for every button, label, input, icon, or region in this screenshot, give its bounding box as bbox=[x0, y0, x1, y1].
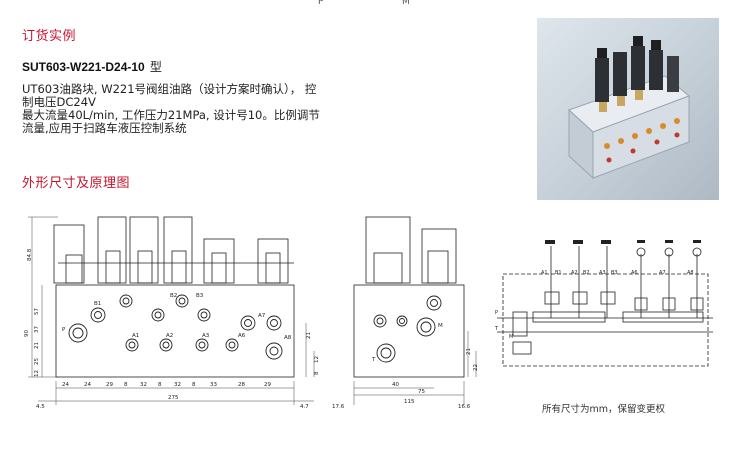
side-block-outline bbox=[353, 284, 465, 378]
port-label-a3: A3 bbox=[202, 333, 210, 339]
front-h-dim-5: 32 bbox=[140, 382, 147, 388]
front-h-dim-1: 24 bbox=[62, 382, 69, 388]
port-label-a1: A1 bbox=[132, 333, 139, 339]
sch-label-t: T bbox=[494, 326, 499, 332]
front-height-dim-4: 37 bbox=[34, 326, 40, 333]
front-h-dim-4: 8 bbox=[124, 382, 128, 388]
front-h-dim-8: 8 bbox=[192, 382, 196, 388]
front-height-dim-5: 21 bbox=[34, 342, 40, 349]
model-line: SUT603-W221-D24-10 型 bbox=[22, 56, 162, 75]
front-height-dim-3: 57 bbox=[34, 308, 40, 315]
model-code: SUT603-W221-D24-10 bbox=[22, 60, 145, 74]
front-right-dim-2: 12 bbox=[314, 356, 320, 363]
front-h-dim-9: 33 bbox=[210, 382, 217, 388]
front-height-dim-1: 84.8 bbox=[27, 248, 33, 261]
front-h-dim-7: 32 bbox=[174, 382, 181, 388]
order-example-title: 订货实例 bbox=[22, 29, 77, 44]
front-height-dim-7: 12 bbox=[34, 370, 40, 377]
desc-line-4: 流量,应用于扫路车液压控制系统 bbox=[22, 121, 187, 135]
valve-block-image bbox=[568, 36, 690, 180]
side-view-drawing: T M 40 75 115 21 22 17.6 16.6 bbox=[332, 216, 479, 410]
front-block-outline bbox=[55, 284, 295, 378]
front-height-dim-6: 25 bbox=[34, 358, 40, 365]
front-right-offset: 4.7 bbox=[300, 404, 309, 410]
desc-line-2: 制电压DC24V bbox=[22, 95, 96, 109]
sch-label-b2: B2 bbox=[583, 270, 590, 276]
side-v-dim-1: 21 bbox=[466, 348, 472, 355]
side-h-dim-2: 75 bbox=[418, 389, 425, 395]
desc-line-1: UT603油路块, W221号阀组油路（设计方案时确认）， 控 bbox=[22, 82, 317, 96]
top-mark-right: M bbox=[402, 0, 410, 7]
side-v-dim-2: 22 bbox=[473, 364, 479, 371]
front-left-offset: 4.5 bbox=[36, 404, 45, 410]
front-right-dim-3: 8 bbox=[314, 371, 320, 375]
front-h-dim-3: 29 bbox=[106, 382, 113, 388]
side-port-label-m: M bbox=[438, 323, 443, 329]
top-mark-left: P bbox=[318, 0, 324, 7]
front-h-dim-6: 8 bbox=[158, 382, 162, 388]
side-right-offset: 16.6 bbox=[458, 404, 471, 410]
sch-label-p: P bbox=[495, 310, 498, 316]
sch-label-a7: A7 bbox=[659, 270, 666, 276]
port-label-b2: B2 bbox=[170, 293, 177, 299]
port-label-p: P bbox=[62, 327, 66, 333]
hydraulic-schematic: P T M A1 A2 A3 A6 A7 A8 B1 B2 B3 bbox=[494, 240, 713, 367]
schematic-frame bbox=[502, 273, 709, 367]
side-h-dim-3: 115 bbox=[404, 399, 415, 405]
port-label-a2: A2 bbox=[166, 333, 173, 339]
front-height-dim-2: 90 bbox=[24, 330, 30, 337]
order-description: UT603油路块, W221号阀组油路（设计方案时确认）， 控 制电压DC24V… bbox=[22, 83, 402, 135]
front-h-dim-2: 24 bbox=[84, 382, 91, 388]
side-port-label-t: T bbox=[371, 357, 376, 363]
side-left-offset: 17.6 bbox=[332, 404, 345, 410]
port-label-a8: A8 bbox=[284, 335, 292, 341]
drawing-section-title: 外形尺寸及原理图 bbox=[22, 176, 131, 191]
front-right-dim-1: 21 bbox=[306, 332, 312, 339]
side-h-dim-1: 40 bbox=[392, 382, 399, 388]
sch-label-a8: A8 bbox=[687, 270, 694, 276]
port-label-a6: A6 bbox=[238, 333, 246, 339]
front-ports bbox=[68, 294, 283, 360]
front-h-dim-11: 29 bbox=[264, 382, 271, 388]
sch-label-a6: A6 bbox=[631, 270, 638, 276]
product-photo bbox=[537, 18, 719, 200]
port-label-b3: B3 bbox=[196, 293, 204, 299]
model-suffix: 型 bbox=[149, 60, 162, 74]
sch-label-a2: A2 bbox=[571, 270, 578, 276]
sch-label-m: M bbox=[509, 334, 513, 340]
port-label-b1: B1 bbox=[94, 301, 101, 307]
front-h-dim-10: 28 bbox=[238, 382, 245, 388]
sch-label-b1: B1 bbox=[555, 270, 562, 276]
footnote: 所有尺寸为mm，保留变更权 bbox=[542, 404, 666, 415]
desc-line-3: 最大流量40L/min, 工作压力21MPa, 设计号10。比例调节 bbox=[22, 108, 320, 122]
side-ports bbox=[373, 295, 442, 363]
sch-label-a1: A1 bbox=[541, 270, 548, 276]
sch-label-a3: A3 bbox=[599, 270, 606, 276]
front-total-length: 275 bbox=[168, 395, 179, 401]
port-label-a7: A7 bbox=[258, 313, 266, 319]
sch-label-b3: B3 bbox=[611, 270, 618, 276]
front-view-drawing: 84.8 90 57 37 21 25 12 B1 B2 B3 P A1 A2 … bbox=[24, 216, 320, 410]
